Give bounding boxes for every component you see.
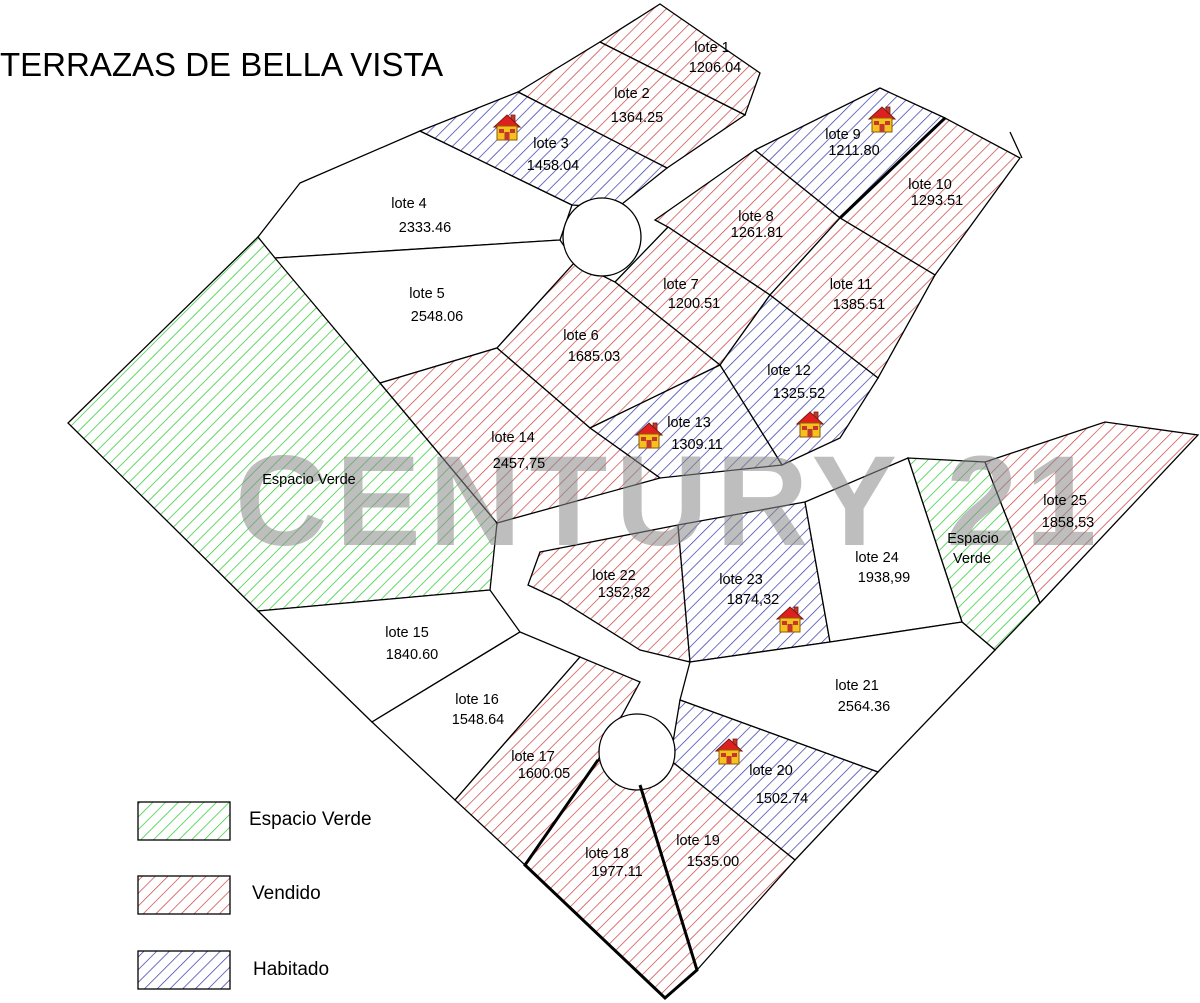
lot-25[interactable]	[984, 421, 1200, 605]
lot-6-area: 1685.03	[568, 349, 620, 365]
lot-21-name: lote 21	[835, 678, 879, 694]
page-title: TERRAZAS DE BELLA VISTA	[0, 46, 443, 83]
lot-17-name: lote 17	[511, 749, 555, 765]
legend-label-vendido: Vendido	[252, 883, 321, 904]
lot-14-name: lote 14	[491, 430, 535, 446]
legend-swatch-vendido	[137, 875, 231, 915]
cul-de-sac-south	[598, 713, 676, 791]
green-area-east-label-1: Espacio	[947, 531, 999, 547]
lot-10-area: 1293.51	[911, 193, 963, 209]
lot-24-area: 1938,99	[858, 570, 910, 586]
lot-6-name: lote 6	[563, 328, 598, 344]
lot-4-area: 2333.46	[399, 220, 451, 236]
lot-12-name: lote 12	[767, 363, 811, 379]
lot-3-area: 1458.04	[527, 158, 579, 174]
lot-11-name: lote 11	[830, 277, 872, 293]
lot-2-area: 1364.25	[611, 110, 663, 126]
lot-7-area: 1200.51	[668, 296, 720, 312]
lot-24-name: lote 24	[855, 550, 899, 566]
lot-13-area: 1309.11	[671, 437, 722, 453]
lot-17-area: 1600.05	[518, 766, 570, 782]
lot-2-name: lote 2	[614, 86, 649, 102]
lot-11-area: 1385.51	[833, 297, 885, 313]
lot-1-name: lote 1	[694, 40, 729, 56]
lot-14[interactable]	[378, 347, 662, 524]
legend-swatch-verde	[137, 801, 231, 841]
lot-21-area: 2564.36	[838, 699, 890, 715]
lot-20-name: lote 20	[749, 763, 793, 779]
legend-label-habitado: Habitado	[253, 959, 329, 980]
legend: Espacio Verde Vendido Habitado	[137, 801, 372, 990]
lot-20-area: 1502.74	[756, 791, 808, 807]
lot-1-area: 1206.04	[689, 60, 741, 76]
lot-10-name: lote 10	[908, 177, 952, 193]
lot-13-name: lote 13	[667, 415, 711, 431]
lot-8-area: 1261.81	[731, 225, 783, 241]
lot-9-name: lote 9	[825, 127, 860, 143]
green-area-east-label-2: Verde	[953, 551, 991, 567]
legend-swatch-habitado	[137, 950, 231, 990]
lot-23-name: lote 23	[719, 572, 763, 588]
lot-9-boundary	[838, 116, 947, 220]
lot-15-area: 1840.60	[386, 647, 438, 663]
lot-22-name: lote 22	[592, 568, 636, 584]
lot-25-name: lote 25	[1043, 493, 1087, 509]
lot-3[interactable]	[418, 91, 669, 209]
lot-18-boundary	[523, 759, 699, 1001]
lot-5-name: lote 5	[409, 286, 444, 302]
lot-14-area: 2457,75	[493, 456, 545, 472]
watermark: CENTURY 21	[235, 430, 1105, 573]
lot-labels: lote 1 1206.04 lote 2 1364.25 lote 3 145…	[262, 40, 1094, 880]
lot-5-area: 2548.06	[411, 309, 463, 325]
lot-8-name: lote 8	[738, 209, 773, 225]
legend-label-verde: Espacio Verde	[249, 809, 372, 830]
lot-4-name: lote 4	[391, 196, 426, 212]
lot-12-area: 1325.52	[773, 386, 825, 402]
lot-23-area: 1874,32	[727, 592, 779, 608]
lot-25-area: 1858,53	[1042, 515, 1094, 531]
lot-18-name: lote 18	[585, 846, 629, 862]
lot-16-area: 1548.64	[452, 712, 504, 728]
lot-18-area: 1977.11	[591, 864, 642, 880]
lot-16-name: lote 16	[455, 692, 499, 708]
lot-19-area: 1535.00	[687, 854, 739, 870]
cul-de-sac-north	[562, 197, 642, 277]
lot-9-area: 1211.80	[828, 143, 879, 159]
east-edge	[1009, 131, 1023, 159]
lot-7-name: lote 7	[663, 277, 698, 293]
lot-3-name: lote 3	[533, 136, 568, 152]
lot-15-name: lote 15	[385, 625, 429, 641]
green-area-main-label: Espacio Verde	[262, 472, 356, 488]
lot-19-name: lote 19	[676, 833, 720, 849]
lot-22-area: 1352,82	[598, 585, 650, 601]
